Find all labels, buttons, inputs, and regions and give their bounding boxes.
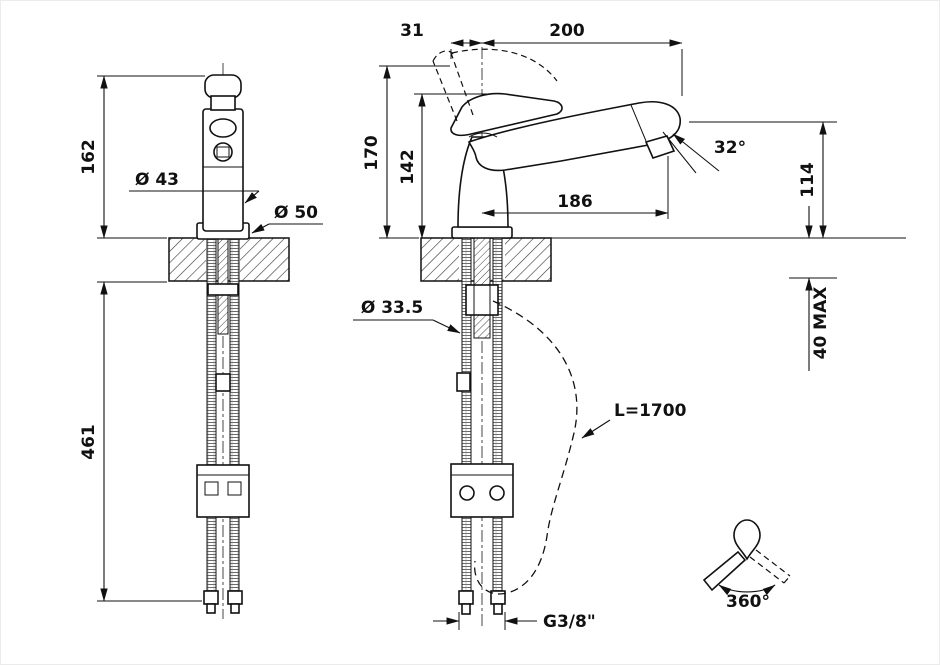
dim-200-label: 200	[549, 21, 585, 41]
dimension-114: 114	[689, 121, 837, 239]
dimension-461: 461	[79, 281, 202, 602]
dim-114-label: 114	[798, 162, 818, 198]
dim-31-label: 31	[400, 21, 424, 41]
dim-170-label: 170	[362, 135, 382, 171]
dia-33-5-label: Ø 33.5	[361, 298, 423, 318]
swivel-label: 360°	[726, 592, 770, 612]
handle-knob-icon	[733, 519, 761, 561]
dimension-thread: G3/8"	[433, 612, 596, 632]
dimension-40-max: 40 MAX	[789, 206, 837, 371]
right-mounting-bracket	[465, 284, 499, 316]
dimension-dia-43: Ø 43	[129, 170, 260, 204]
left-mounting-nut	[207, 283, 239, 296]
left-faucet-body	[196, 74, 250, 240]
dimension-hose-length: L=1700	[581, 401, 687, 439]
pull-out-hose-curve	[473, 300, 578, 595]
right-connector-block	[450, 463, 514, 518]
rotation-arrow	[718, 584, 776, 596]
dim-162-label: 162	[79, 139, 99, 175]
dimension-186: 186	[481, 156, 669, 219]
right-base-flange	[451, 226, 513, 239]
lever-handle	[450, 92, 563, 137]
right-hose-ends	[458, 590, 506, 615]
left-hose-fitting	[215, 373, 231, 392]
right-view: 31 200 170 142 186	[353, 21, 906, 632]
handle-leg	[702, 550, 747, 592]
dimension-angle-32: 32°	[662, 131, 746, 174]
handle-leg-rotated-dashed	[749, 549, 791, 584]
right-supply-hoses	[450, 237, 514, 615]
left-view: 162 461 Ø 43 Ø 50	[79, 63, 323, 619]
dia-50-label: Ø 50	[274, 203, 318, 223]
dimension-dia-33-5: Ø 33.5	[353, 298, 461, 334]
spout-and-spray-head	[467, 101, 681, 172]
left-handle-knob	[204, 74, 242, 99]
dim-142-label: 142	[398, 149, 418, 185]
dimension-200: 200	[481, 21, 683, 96]
left-connector-block	[196, 464, 250, 518]
hose-length-label: L=1700	[614, 401, 687, 421]
right-hose-fitting	[456, 372, 471, 392]
right-faucet-body	[432, 48, 681, 239]
dimension-170: 170	[362, 65, 450, 239]
dia-43-label: Ø 43	[135, 170, 179, 190]
dimension-31: 31	[400, 21, 483, 59]
dim-461-label: 461	[79, 424, 99, 460]
thread-label: G3/8"	[543, 612, 596, 632]
swivel-symbol: 360°	[702, 519, 791, 612]
spray-nozzle	[644, 135, 676, 159]
dim-40max-label: 40 MAX	[811, 287, 831, 360]
left-hose-ends	[203, 590, 243, 614]
dimension-dia-50: Ø 50	[251, 203, 323, 234]
left-countertop	[168, 237, 290, 282]
dimension-142: 142	[398, 93, 491, 239]
handle-raised-dashed	[432, 48, 558, 122]
angle-32-label: 32°	[714, 138, 746, 158]
dimension-162: 162	[79, 75, 205, 239]
dim-186-label: 186	[557, 192, 593, 212]
